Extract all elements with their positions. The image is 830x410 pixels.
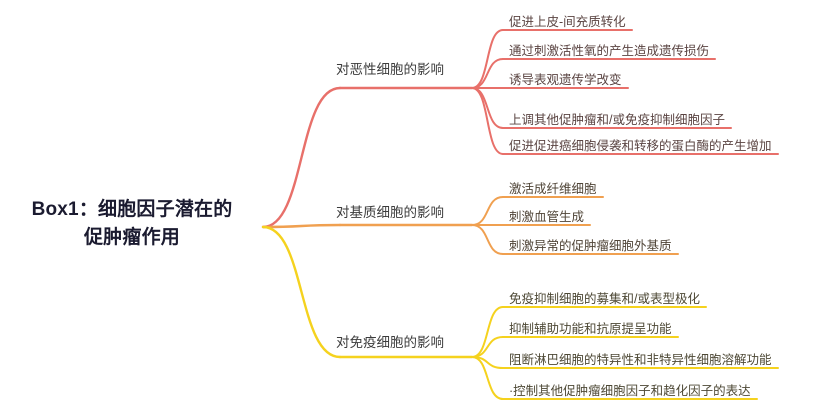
leaf-node[interactable]: 通过刺激活性氧的产生造成遗传损伤 [509, 44, 710, 58]
branch-label-malignant-cells[interactable]: 对恶性细胞的影响 [336, 62, 444, 77]
leaf-node[interactable]: 上调其他促肿瘤和/或免疫抑制细胞因子 [509, 113, 725, 127]
leaf-node[interactable]: 刺激血管生成 [509, 210, 585, 224]
branch-label-immune-cells[interactable]: 对免疫细胞的影响 [336, 335, 444, 350]
root-node-title: Box1：细胞因子潜在的 促肿瘤作用 [31, 199, 233, 248]
branch-label-stromal-cells[interactable]: 对基质细胞的影响 [336, 205, 444, 220]
leaf-node[interactable]: 刺激异常的促肿瘤细胞外基质 [509, 239, 672, 253]
leaf-node[interactable]: ·控制其他促肿瘤细胞因子和趋化因子的表达 [509, 384, 751, 398]
leaf-node[interactable]: 促进促进癌细胞侵袭和转移的蛋白酶的产生增加 [509, 139, 772, 153]
leaf-node[interactable]: 激活成纤维细胞 [509, 182, 597, 196]
leaf-node[interactable]: 抑制辅助功能和抗原提呈功能 [509, 322, 672, 336]
leaf-node[interactable]: 免疫抑制细胞的募集和/或表型极化 [509, 292, 700, 306]
leaf-node[interactable]: 促进上皮-间充质转化 [509, 15, 626, 29]
leaf-node[interactable]: 阻断淋巴细胞的特异性和非特异性细胞溶解功能 [509, 353, 772, 367]
leaf-node[interactable]: 诱导表观遗传学改变 [509, 73, 622, 87]
